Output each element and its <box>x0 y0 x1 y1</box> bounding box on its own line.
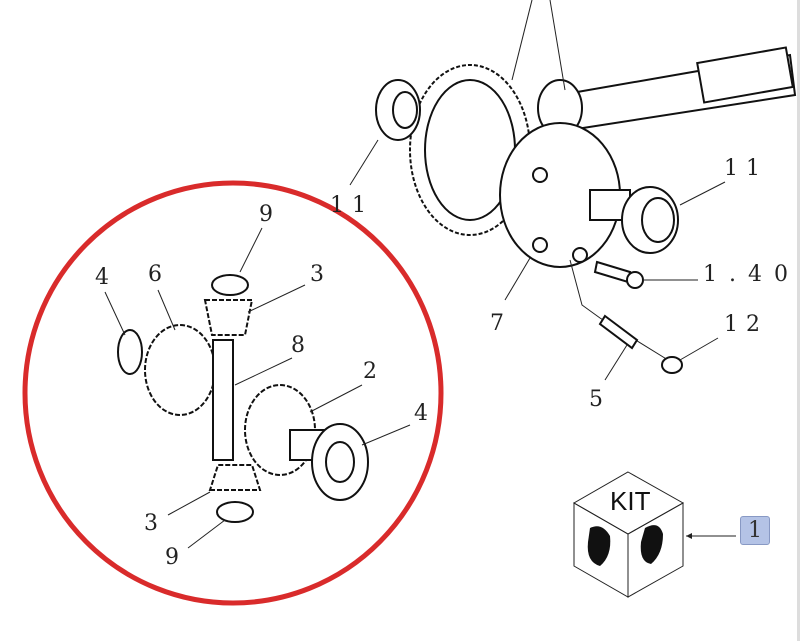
highlight-circle <box>22 180 444 606</box>
callout-6: 6 <box>148 262 170 287</box>
bolt <box>593 260 644 289</box>
callout-3-bottom: 3 <box>144 511 166 536</box>
pin <box>598 314 639 350</box>
callout-4-right: 4 <box>414 401 436 426</box>
callout-7: 7 <box>490 311 512 336</box>
callout-1-40: 1.40 <box>703 262 800 287</box>
new-holland-logo-right <box>640 525 663 564</box>
callout-9-top: 9 <box>259 202 281 227</box>
thrust-washer-left <box>117 329 143 375</box>
kit-cube: KIT <box>572 471 736 598</box>
differential-housing <box>499 122 631 268</box>
bearing-right <box>621 186 679 254</box>
spring <box>661 356 683 374</box>
page-edge <box>797 0 800 641</box>
new-holland-logo-left <box>587 526 611 566</box>
callout-11-left: 11 <box>330 193 374 218</box>
callout-12: 12 <box>724 312 768 337</box>
kit-label: KIT <box>610 486 651 516</box>
callout-2: 2 <box>363 359 385 384</box>
callout-4-left: 4 <box>95 265 117 290</box>
callout-5: 5 <box>589 387 611 412</box>
pinion-top <box>203 299 254 336</box>
cross-shaft <box>212 339 234 461</box>
washer-bottom <box>216 501 254 523</box>
side-gear-left <box>144 324 216 416</box>
thrust-washer-right <box>311 423 369 501</box>
callout-8: 8 <box>291 333 313 358</box>
drive-shaft <box>558 46 797 132</box>
pinion-bottom <box>208 464 262 491</box>
callout-11-right: 11 <box>724 156 768 181</box>
callout-9-bottom: 9 <box>165 545 187 570</box>
kit-reference-link[interactable]: 1 <box>740 516 770 545</box>
bearing-left <box>375 79 421 141</box>
washer-top <box>211 274 249 296</box>
callout-3-top: 3 <box>310 262 332 287</box>
